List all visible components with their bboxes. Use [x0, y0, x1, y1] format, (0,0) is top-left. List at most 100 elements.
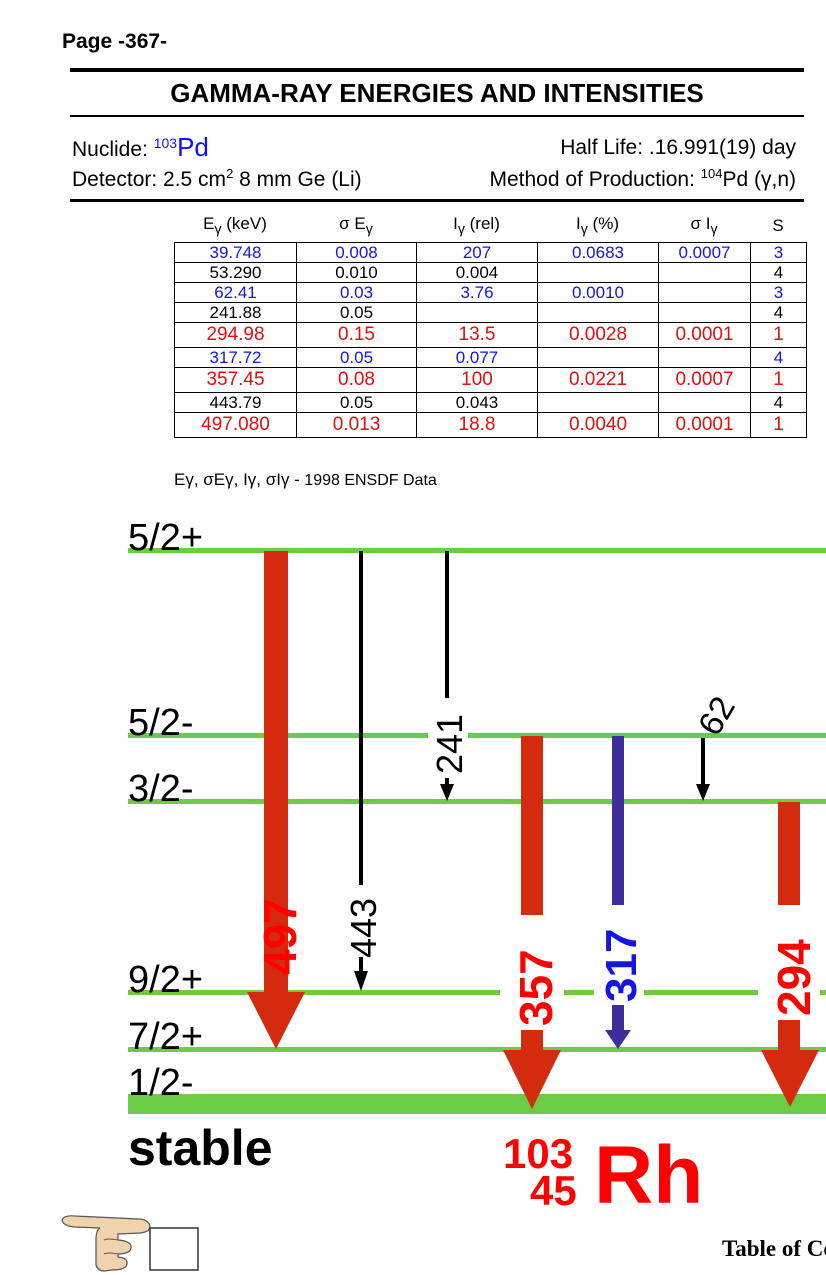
- detector-post: 8 mm Ge (Li): [233, 168, 362, 191]
- header-energy: Eγ (keV): [203, 214, 267, 238]
- cell-energy: 294.98: [174, 322, 297, 348]
- transition-497: 497: [247, 551, 306, 1049]
- cell-intensity-pct: 0.0683: [537, 242, 659, 263]
- cell-intensity-pct: [537, 347, 659, 368]
- daughter-z: 45: [530, 1167, 577, 1214]
- cell-intensity-rel: [416, 302, 538, 323]
- label-357: 357: [510, 949, 562, 1026]
- cell-energy: 443.79: [174, 392, 297, 413]
- page-number: Page -367-: [62, 30, 168, 53]
- label-317: 317: [597, 929, 646, 1002]
- cell-s: 1: [750, 367, 807, 393]
- cell-s: 4: [750, 347, 807, 368]
- production-sup: 104: [700, 166, 723, 181]
- source-note: Eγ, σEγ, Iγ, σIγ - 1998 ENSDF Data: [174, 470, 437, 490]
- cell-intensity-pct: [537, 302, 659, 323]
- level-label-5-2-minus: 5/2-: [128, 702, 193, 744]
- cell-sigma-intensity: 0.0007: [658, 242, 751, 263]
- cell-s: 3: [750, 282, 807, 303]
- label-241: 241: [429, 714, 470, 774]
- cell-sigma-energy: 0.010: [296, 262, 417, 283]
- source-text: 1998 ENSDF Data: [299, 472, 437, 489]
- detector-pre: Detector: 2.5 cm: [72, 168, 227, 191]
- cell-sigma-energy: 0.008: [296, 242, 417, 263]
- level-line-9-2-plus: [128, 990, 826, 995]
- cell-intensity-pct: 0.0040: [537, 412, 659, 438]
- half-life: Half Life: .16.991(19) day: [560, 136, 796, 159]
- cell-energy: 497.080: [174, 412, 297, 438]
- cell-intensity-pct: 0.0028: [537, 322, 659, 348]
- detector-line: Detector: 2.5 cm2 8 mm Ge (Li): [72, 166, 362, 192]
- cell-intensity-rel: 207: [416, 242, 538, 263]
- level-line-ground: [128, 1094, 826, 1114]
- cell-energy: 39.748: [174, 242, 297, 263]
- level-label-9-2-plus: 9/2+: [128, 959, 203, 1001]
- cell-sigma-intensity: 0.0001: [658, 412, 751, 438]
- cell-sigma-energy: 0.08: [296, 367, 417, 393]
- detector-sup: 2: [226, 166, 234, 181]
- nuclide-line: Nuclide: 103Pd: [72, 132, 209, 163]
- cell-sigma-energy: 0.15: [296, 322, 417, 348]
- nuclide-symbol: Pd: [177, 132, 209, 162]
- cell-intensity-pct: [537, 262, 659, 283]
- label-294: 294: [768, 939, 820, 1016]
- header-intensity-rel: Iγ (rel): [453, 214, 500, 238]
- level-label-3-2-minus: 3/2-: [128, 768, 193, 810]
- cell-intensity-rel: 0.043: [416, 392, 538, 413]
- level-label-1-2-minus: 1/2-: [128, 1062, 193, 1104]
- cell-energy: 357.45: [174, 367, 297, 393]
- cell-sigma-intensity: [658, 282, 751, 303]
- level-line-5-2-minus: [128, 733, 826, 738]
- cell-s: 3: [750, 242, 807, 263]
- title-rule: [70, 115, 804, 117]
- level-line-7-2-plus: [128, 1047, 826, 1052]
- nuclide-label: Nuclide:: [72, 138, 154, 161]
- transition-357: 357: [500, 736, 564, 1109]
- stable-label: stable: [128, 1120, 273, 1176]
- label-443: 443: [343, 898, 384, 958]
- top-rule: [70, 68, 804, 72]
- cell-s: 1: [750, 322, 807, 348]
- cell-sigma-intensity: 0.0007: [658, 367, 751, 393]
- cell-energy: 317.72: [174, 347, 297, 368]
- transition-294: 294: [758, 802, 820, 1107]
- cell-sigma-intensity: 0.0001: [658, 322, 751, 348]
- label-497: 497: [254, 898, 306, 975]
- daughter-mass: 103: [503, 1130, 573, 1177]
- cell-sigma-energy: 0.013: [296, 412, 417, 438]
- cell-sigma-energy: 0.05: [296, 302, 417, 323]
- production-pre: Method of Production:: [489, 168, 701, 191]
- pointing-hand-icon[interactable]: [61, 1215, 199, 1272]
- cell-intensity-rel: 3.76: [416, 282, 538, 303]
- header-sigma-energy: σ Eγ: [339, 214, 373, 238]
- cell-intensity-rel: 0.004: [416, 262, 538, 283]
- cell-intensity-rel: 100: [416, 367, 538, 393]
- cell-sigma-intensity: [658, 262, 751, 283]
- cell-s: 4: [750, 262, 807, 283]
- cell-s: 4: [750, 392, 807, 413]
- decay-scheme: 5/2+ 5/2- 3/2- 9/2+ 7/2+ 1/2- stable 497…: [61, 517, 826, 1272]
- cell-s: 1: [750, 412, 807, 438]
- cell-sigma-energy: 0.03: [296, 282, 417, 303]
- cell-sigma-intensity: [658, 347, 751, 368]
- daughter-symbol: Rh: [594, 1130, 703, 1221]
- nuclide-mass: 103: [153, 135, 178, 151]
- level-label-7-2-plus: 7/2+: [128, 1016, 203, 1058]
- cell-energy: 53.290: [174, 262, 297, 283]
- header-intensity-pct: Iγ (%): [576, 214, 619, 238]
- transition-443: 443: [343, 551, 384, 991]
- level-label-5-2-plus: 5/2+: [128, 517, 203, 559]
- page-title: GAMMA-RAY ENERGIES AND INTENSITIES: [170, 78, 704, 108]
- transition-62: 62: [691, 690, 743, 801]
- cell-intensity-pct: [537, 392, 659, 413]
- table-of-contents-link[interactable]: Table of Contents: [722, 1236, 826, 1261]
